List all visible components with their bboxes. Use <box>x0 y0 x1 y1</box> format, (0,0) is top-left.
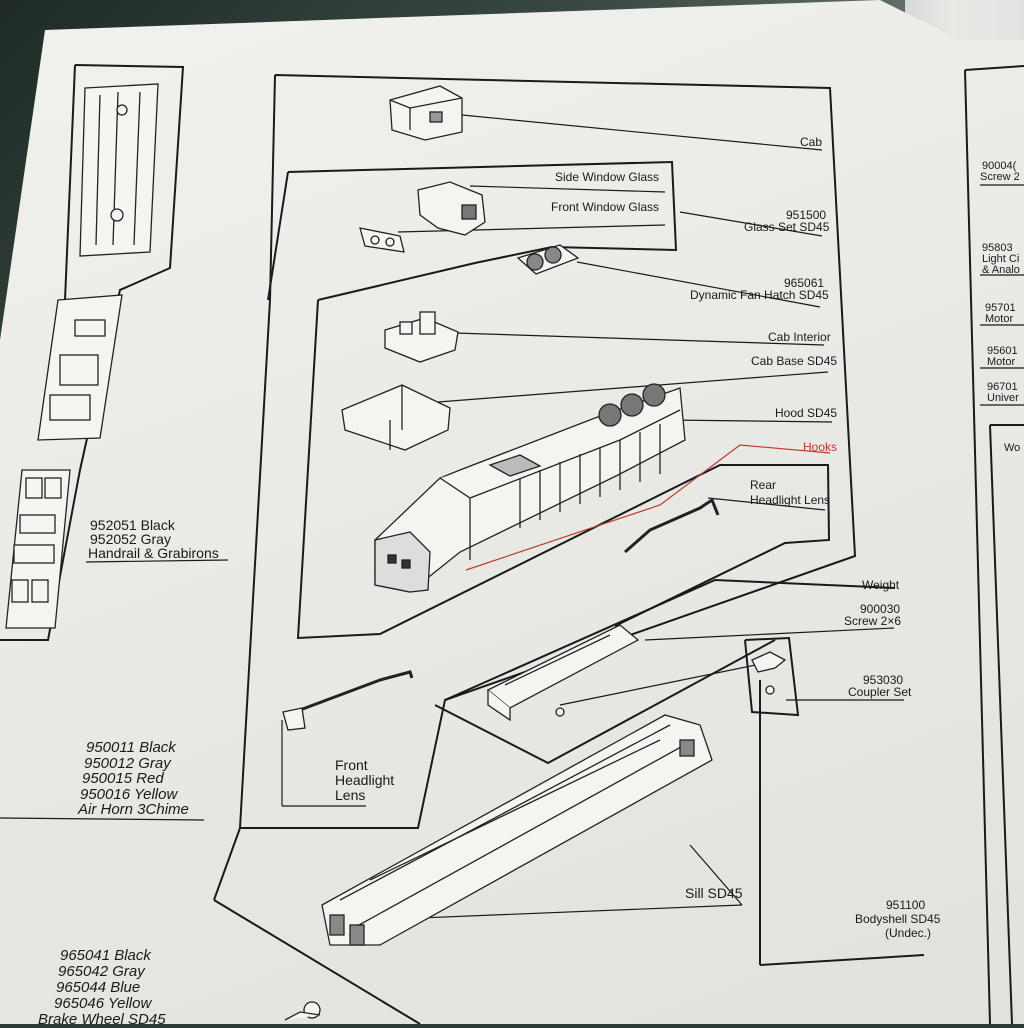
label-brake-2: 965042 Gray <box>58 963 145 980</box>
label-bodyshell-note: (Undec.) <box>885 926 932 940</box>
label-horn-1: 950011 Black <box>86 739 176 756</box>
label-brake-3: 965044 Blue <box>56 979 141 996</box>
cab-base-part <box>341 384 451 451</box>
grabiron-sprue-bottom <box>5 469 71 629</box>
brake-wheel-part <box>284 1001 321 1021</box>
edge-label-4a: 95601 <box>987 345 1018 357</box>
edge-label-2a: 95803 <box>982 242 1013 254</box>
window-glass-part <box>359 181 486 253</box>
coupler-part <box>751 651 787 695</box>
edge-label-3a: 95701 <box>985 302 1016 314</box>
label-front-headlight-2: Headlight <box>335 772 395 788</box>
label-fan-number: 965061 <box>784 276 825 290</box>
fan-hatch-part <box>516 244 580 275</box>
edge-label-1a: 90004( <box>982 160 1017 172</box>
label-cab: Cab <box>800 135 823 149</box>
label-rear-headlight-1: Rear <box>750 478 777 492</box>
label-glass-number: 951500 <box>786 208 827 222</box>
label-handrail-3: Handrail & Grabirons <box>88 545 219 561</box>
label-horn-4: 950016 Yellow <box>80 786 178 803</box>
sill-part <box>321 714 713 946</box>
label-sill: Sill SD45 <box>685 885 743 901</box>
label-horn-5: Air Horn 3Chime <box>78 801 189 818</box>
locomotive-hood <box>374 383 686 593</box>
weight-part <box>486 624 640 722</box>
detail-sprue-middle <box>37 294 123 441</box>
edge-label-4b: Motor <box>987 356 1016 368</box>
label-screw-name: Screw 2×6 <box>844 614 902 628</box>
label-side-window-glass: Side Window Glass <box>555 170 660 184</box>
label-coupler-name: Coupler Set <box>848 685 912 699</box>
label-rear-headlight-2: Headlight Lens <box>750 493 831 507</box>
label-weight: Weight <box>862 578 900 592</box>
label-bodyshell-number: 951100 <box>886 898 926 912</box>
label-handrail-1: 952051 Black <box>90 517 175 533</box>
label-brake-1: 965041 Black <box>60 947 151 964</box>
label-brake-5: Brake Wheel SD45 <box>38 1011 166 1028</box>
label-bodyshell-name: Bodyshell SD45 <box>855 912 941 926</box>
cab-part <box>389 85 463 141</box>
edge-label-2c: & Analo <box>982 264 1020 276</box>
label-horn-2: 950012 Gray <box>84 755 171 772</box>
cab-interior-part <box>384 311 459 363</box>
label-hooks: Hooks <box>803 440 838 454</box>
label-coupler-number: 953030 <box>863 673 904 687</box>
label-hood: Hood SD45 <box>775 406 838 420</box>
edge-label-6: Wo <box>1004 442 1021 454</box>
rear-headlight-lens-part <box>624 497 720 554</box>
label-handrail-2: 952052 Gray <box>90 531 171 547</box>
label-cab-base: Cab Base SD45 <box>751 354 838 368</box>
edge-label-3b: Motor <box>985 313 1014 325</box>
label-glass-name: Glass Set SD45 <box>744 220 830 234</box>
label-front-window-glass: Front Window Glass <box>551 200 660 214</box>
label-brake-4: 965046 Yellow <box>54 995 152 1012</box>
edge-label-5a: 96701 <box>987 381 1018 393</box>
label-screw-number: 900030 <box>860 602 901 616</box>
label-front-headlight-3: Lens <box>335 787 366 803</box>
label-horn-3: 950015 Red <box>82 770 164 787</box>
handrail-sprue-top <box>79 83 159 257</box>
edge-label-2b: Light Ci <box>982 253 1020 265</box>
label-fan-name: Dynamic Fan Hatch SD45 <box>690 288 829 302</box>
front-headlight-lens-part <box>282 670 414 731</box>
edge-label-1b: Screw 2 <box>980 171 1020 183</box>
label-cab-interior: Cab Interior <box>768 330 831 344</box>
edge-label-5b: Univer <box>987 392 1019 404</box>
label-front-headlight-1: Front <box>335 757 368 773</box>
